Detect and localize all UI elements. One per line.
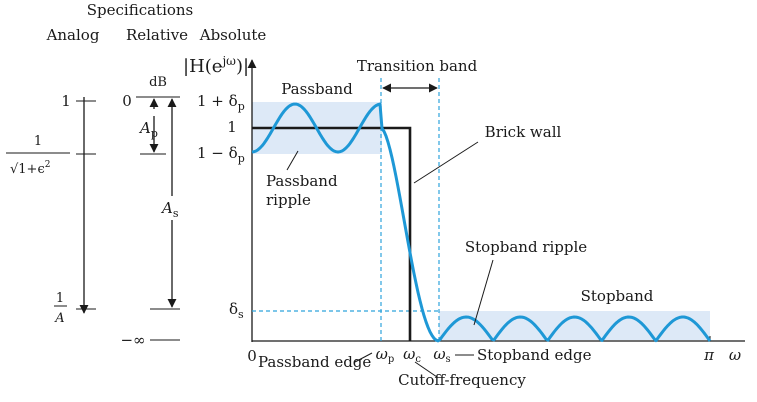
wp-label: ωp	[376, 345, 395, 365]
specifications-heading: Specifications	[87, 1, 194, 19]
relative-heading: Relative	[126, 26, 188, 44]
cutoff-leader	[414, 361, 438, 378]
ap-label: Ap	[138, 119, 158, 140]
delta-s-label: δs	[229, 300, 244, 321]
passband-ripple-label-1: Passband	[266, 172, 338, 190]
analog-inv-a-num: 1	[56, 291, 64, 306]
filter-magnitude-response	[251, 102, 712, 343]
stopband-ripple-leader	[473, 259, 494, 326]
wc-label: ωc	[403, 345, 421, 365]
stopband-ripple-label: Stopband ripple	[465, 238, 587, 256]
neg-inf-label: −∞	[120, 331, 145, 349]
one-minus-deltap-label: 1 − δp	[197, 144, 245, 165]
cutoff-frequency-label: Cutoff-frequency	[398, 371, 526, 389]
transition-band-label: Transition band	[357, 57, 478, 75]
db-unit-label: dB	[149, 75, 167, 90]
one-label: 1	[227, 118, 237, 136]
ws-label: ωs	[433, 345, 450, 365]
origin-label: 0	[247, 347, 257, 365]
passband-ripple-leader	[286, 150, 299, 171]
omega-axis-label: ω	[729, 346, 741, 364]
analog-inv-sqrt-num: 1	[34, 134, 42, 149]
absolute-heading: Absolute	[199, 26, 267, 44]
passband-ripple-label-2: ripple	[266, 191, 311, 209]
analog-inv-sqrt-den: √1+ϵ2	[10, 160, 50, 177]
pi-label: π	[703, 346, 715, 364]
brick-wall-leader	[413, 141, 479, 184]
stopband-edge-label: Stopband edge	[477, 346, 592, 364]
as-label: As	[160, 199, 179, 220]
one-plus-deltap-label: 1 + δp	[197, 92, 245, 113]
passband-edge-label: Passband edge	[258, 353, 371, 371]
analog-inv-a-den: A	[54, 311, 64, 326]
analog-one-label: 1	[61, 92, 71, 110]
stopband-label: Stopband	[581, 287, 654, 305]
relative-zero-label: 0	[122, 92, 132, 110]
passband-label: Passband	[281, 80, 353, 98]
magnitude-label: |H(ejω)|	[183, 54, 249, 77]
passband-edge-leader	[354, 352, 373, 363]
brick-wall-response	[252, 126, 412, 341]
brick-wall-label: Brick wall	[485, 123, 562, 141]
analog-heading: Analog	[46, 26, 100, 44]
